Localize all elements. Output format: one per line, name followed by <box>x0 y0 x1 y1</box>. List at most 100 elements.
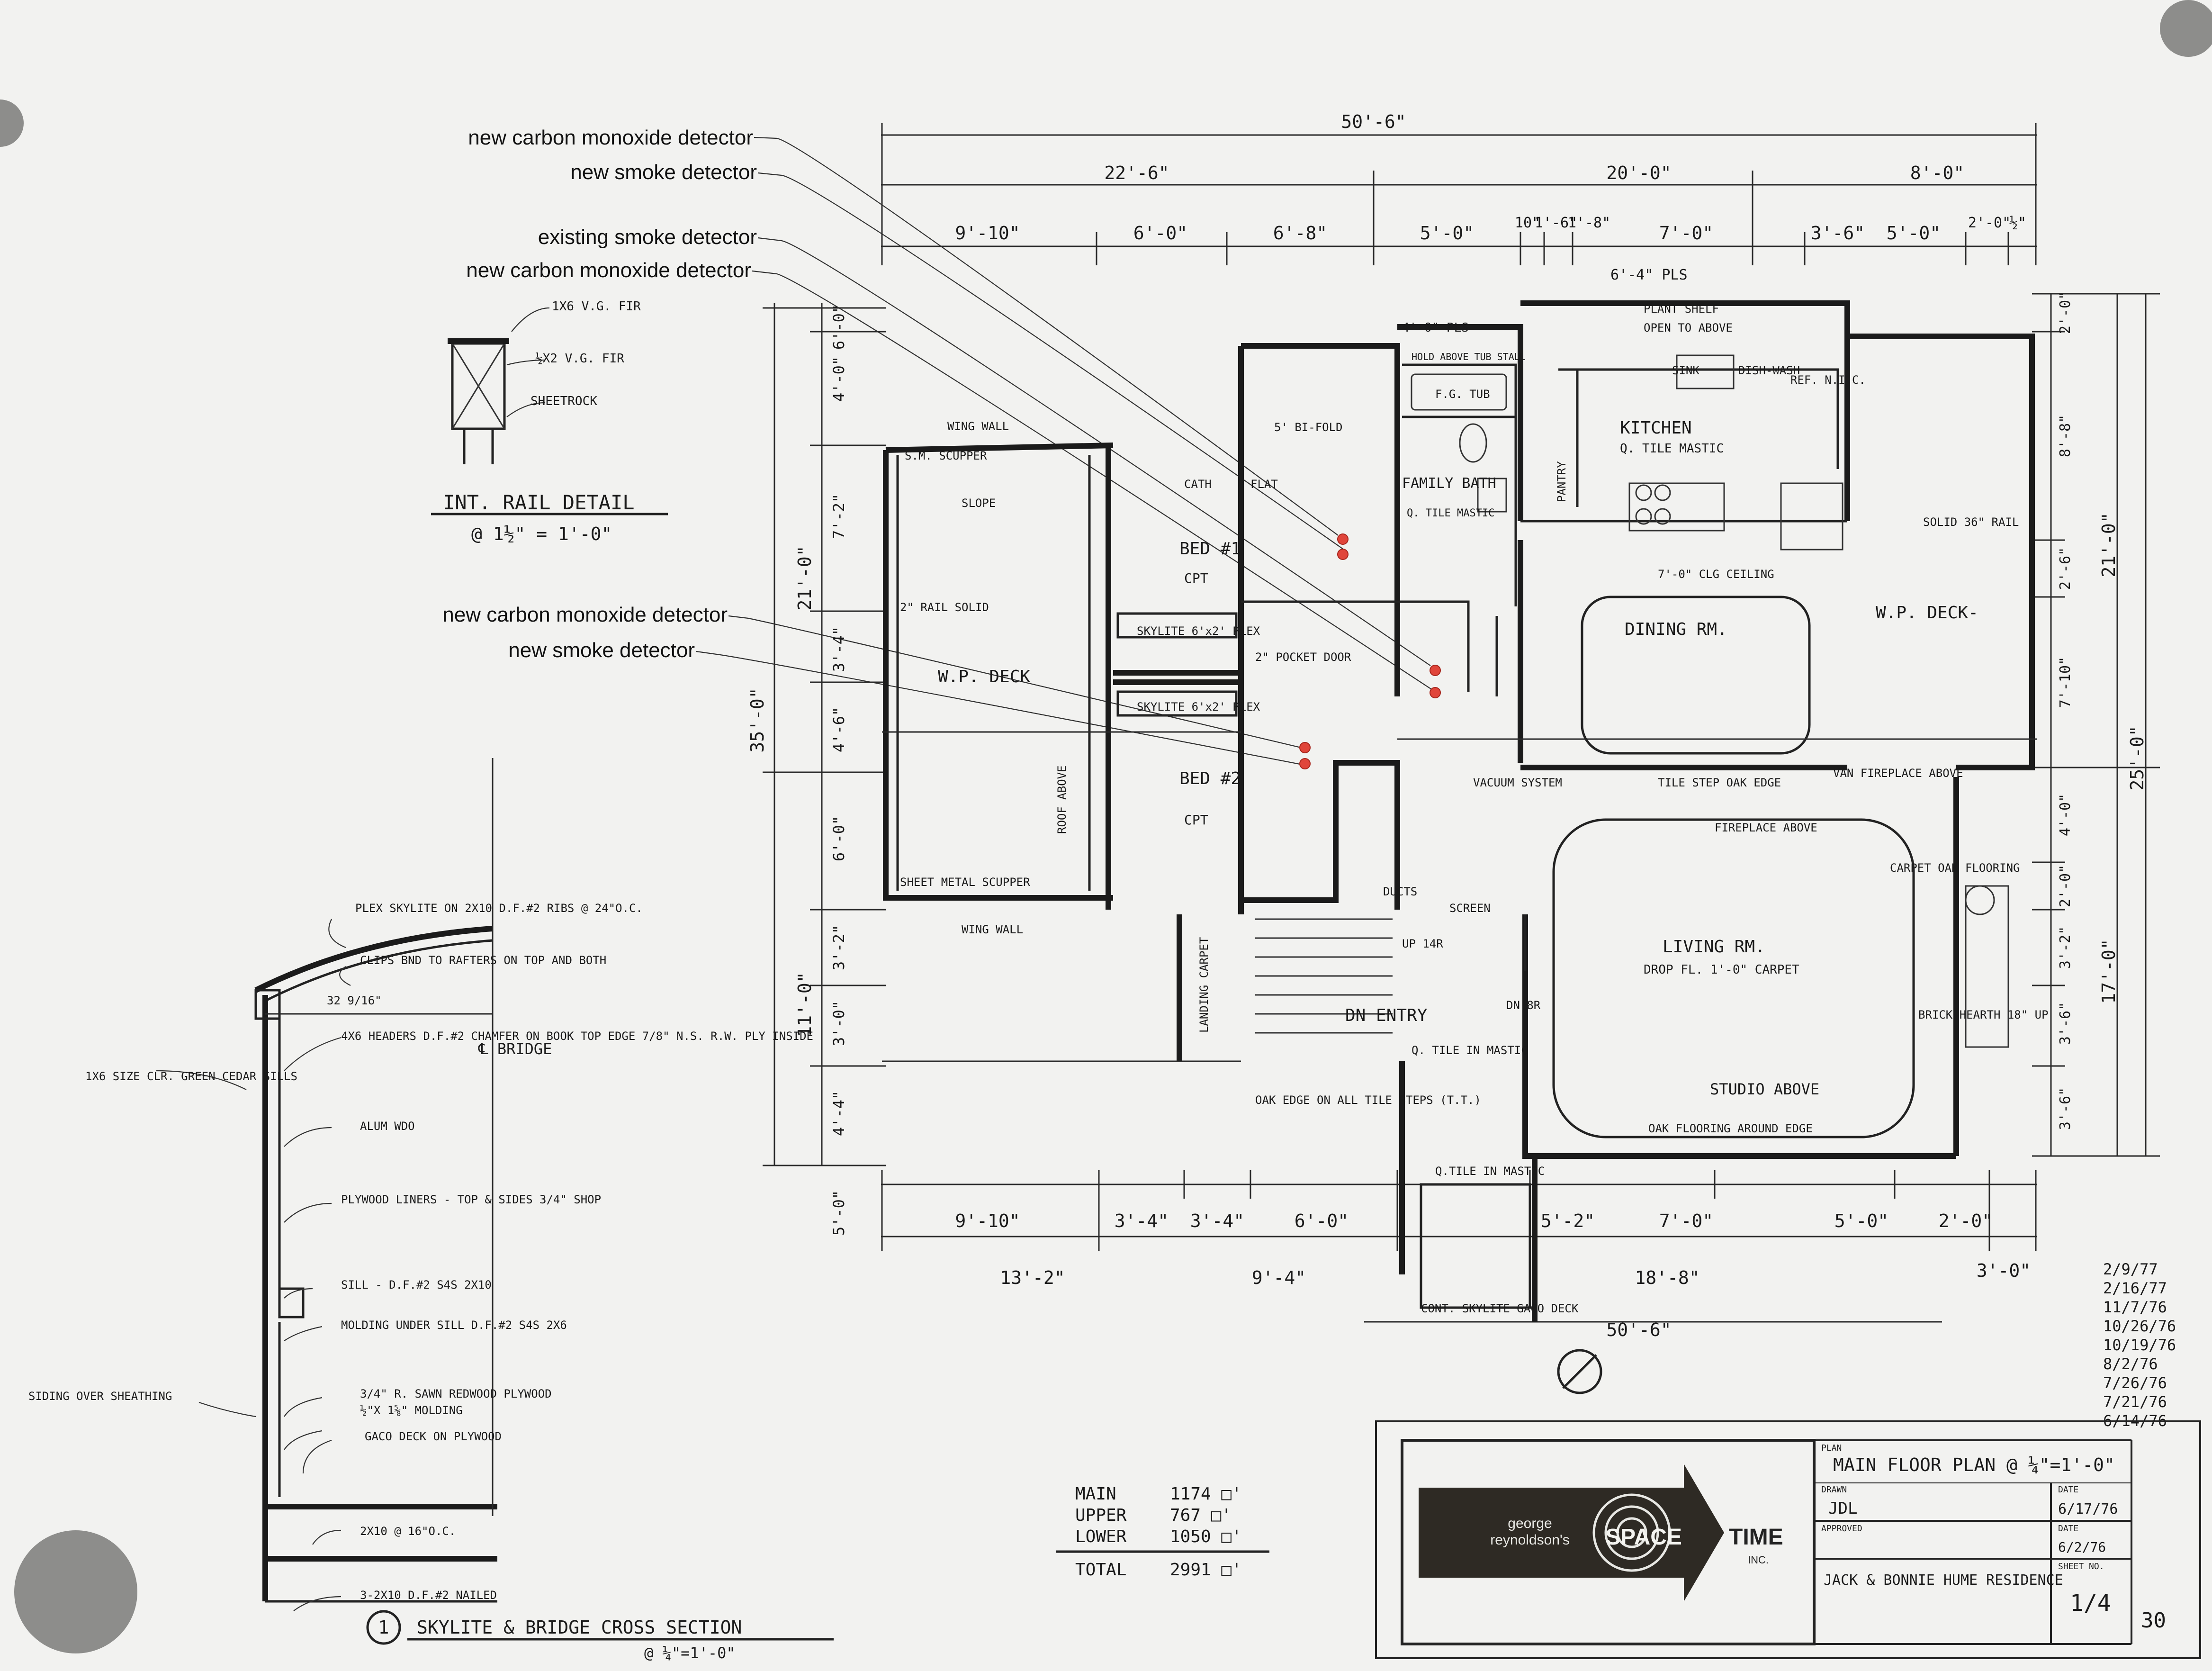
dim-br: 13'-2" <box>1000 1267 1065 1288</box>
dimension-lines <box>763 123 2160 1323</box>
dim-ld: 4'-0" <box>830 356 848 402</box>
dim-ld: 5'-0" <box>830 1190 848 1236</box>
dim-td: 7'-0" <box>1659 223 1713 244</box>
note: WING WALL <box>962 923 1023 936</box>
area-value: 1174 □' <box>1170 1484 1242 1504</box>
note: Q.TILE IN MASTIC <box>1435 1165 1545 1178</box>
dim-td: 6'-8" <box>1273 223 1327 244</box>
dim-ld: 3'-4" <box>830 626 848 672</box>
sheet-label: SHEET NO. <box>2058 1562 2104 1572</box>
room-labels: KITCHEN Q. TILE MASTIC DINING RM. BED #1… <box>900 418 2019 1057</box>
smoke-detector-icon <box>1299 758 1311 769</box>
section-note: 32 9/16" <box>327 994 382 1007</box>
dim-td: ½" <box>2009 215 2026 231</box>
note: 5' BI-FOLD <box>1274 421 1343 434</box>
dim-td: 3'-6" <box>1811 223 1865 244</box>
dim-td: 2'-0" <box>1968 215 2011 231</box>
walls <box>882 300 2037 1394</box>
note: DUCTS <box>1383 885 1417 898</box>
dim-bd: 6'-0" <box>1295 1210 1349 1231</box>
date2-value: 6/2/76 <box>2058 1539 2106 1555</box>
dim-td: 10" <box>1515 215 1540 231</box>
section-note: ℄ BRIDGE <box>478 1040 552 1058</box>
leader-co-1 <box>754 136 1339 536</box>
dim-left-overall: 35'-0" <box>747 687 768 752</box>
drawn-value: JDL <box>1828 1499 1857 1518</box>
callout-sd-3: new smoke detector <box>508 639 695 662</box>
section-scale: @ ¼"=1'-0" <box>644 1644 736 1662</box>
approved-label: APPROVED <box>1821 1524 1862 1534</box>
room-note: Q. TILE IN MASTIC <box>1412 1044 1528 1057</box>
note: CARPET OAK FLOORING <box>1890 861 2020 875</box>
dim-top-2: 20'-0" <box>1606 163 1671 183</box>
note: FIREPLACE ABOVE <box>1715 821 1817 834</box>
area-label: MAIN <box>1075 1484 1116 1504</box>
section-note: SILL - D.F.#2 S4S 2X10 <box>341 1278 492 1292</box>
section-number: 1 <box>378 1617 389 1638</box>
dim-rd: 8'-8" <box>2057 415 2074 457</box>
dim-td: 6'-0" <box>1133 223 1187 244</box>
firm-name: SPACE <box>1605 1525 1682 1550</box>
revision: 10/26/76 <box>2103 1317 2176 1335</box>
section-detail: PLEX SKYLITE ON 2X10 D.F.#2 RIBS @ 24"O.… <box>28 758 834 1662</box>
dim-rd: 2'-6" <box>2057 547 2074 590</box>
dim-rd: 7'-10" <box>2057 657 2074 708</box>
revision: 7/26/76 <box>2103 1374 2167 1392</box>
area-label: UPPER <box>1075 1506 1127 1525</box>
dim-bd: 5'-0" <box>1834 1210 1888 1231</box>
dim-right-mid: 25'-0" <box>2127 725 2148 790</box>
note: 4'-0" PLS <box>1402 321 1469 335</box>
note: 6'-4" PLS <box>1610 267 1688 283</box>
note: REF. N.I.C. <box>1790 373 1866 387</box>
dim-rd: 3'-6" <box>2057 1087 2074 1130</box>
dim-ld: 4'-6" <box>830 707 848 752</box>
note: F.G. TUB <box>1435 388 1490 401</box>
section-note: 1X6 SIZE CLR. GREEN CEDAR SILLS <box>85 1070 297 1083</box>
dim-ld: 3'-0" <box>830 1001 848 1046</box>
rail-note: SHEETROCK <box>531 394 597 408</box>
room-note: 2" RAIL SOLID <box>900 601 989 614</box>
note: SHEET METAL SCUPPER <box>900 876 1030 889</box>
dim-rd: 3'-2" <box>2057 926 2074 969</box>
room-bath: FAMILY BATH <box>1402 475 1496 492</box>
dimension-labels: 50'-6" 22'-6" 20'-0" 8'-0" 9'-10" 6'-0" … <box>747 111 2148 1340</box>
note: WING WALL <box>947 420 1009 433</box>
dim-ld: 6'-0" <box>830 816 848 861</box>
leader-sd-2 <box>757 237 1431 666</box>
callout-co-3: new carbon monoxide detector <box>442 603 728 626</box>
room-note: DROP FL. 1'-0" CARPET <box>1644 963 1799 977</box>
rail-detail-title: INT. RAIL DETAIL <box>443 491 635 514</box>
sheet-value: 1/4 <box>2070 1590 2111 1617</box>
note: FLAT <box>1250 478 1278 491</box>
area-table: MAIN 1174 □' UPPER 767 □' LOWER 1050 □' … <box>1056 1484 1269 1580</box>
note: OPEN TO ABOVE <box>1644 321 1733 334</box>
note: VAN FIREPLACE ABOVE <box>1833 767 1963 780</box>
dim-bd: 7'-0" <box>1659 1210 1713 1231</box>
section-note: GACO DECK ON PLYWOOD <box>365 1430 502 1443</box>
corner-number: 30 <box>2141 1608 2166 1633</box>
note: STUDIO ABOVE <box>1710 1080 1819 1098</box>
note: HOLD ABOVE TUB STALL <box>1412 351 1526 362</box>
plan-label: PLAN <box>1821 1443 1842 1453</box>
dim-top-1: 22'-6" <box>1104 163 1169 183</box>
section-note: CLIPS BND TO RAFTERS ON TOP AND BOTH <box>360 954 606 967</box>
rail-detail: 1X6 V.G. FIR ½X2 V.G. FIR SHEETROCK INT.… <box>431 299 668 544</box>
area-total-value: 2991 □' <box>1170 1560 1242 1580</box>
dim-bd: 9'-10" <box>955 1210 1020 1231</box>
dim-rd: 3'-6" <box>2057 1002 2074 1045</box>
dim-td: 1'-6" <box>1535 215 1577 231</box>
room-bed-1: BED #1 <box>1179 539 1241 559</box>
section-note: MOLDING UNDER SILL D.F.#2 S4S 2X6 <box>341 1319 567 1332</box>
note: VACUUM SYSTEM <box>1473 776 1562 789</box>
room-kitchen: KITCHEN <box>1620 418 1692 438</box>
dim-ld: 3'-2" <box>830 925 848 970</box>
note: 2" POCKET DOOR <box>1255 650 1351 664</box>
dim-left-mid: 21'-0" <box>794 545 815 610</box>
callout-sd-2: existing smoke detector <box>538 226 757 249</box>
note: 7'-0" CLG CEILING <box>1658 568 1774 581</box>
dim-td: 5'-0" <box>1420 223 1474 244</box>
dim-br: 18'-8" <box>1635 1267 1699 1288</box>
